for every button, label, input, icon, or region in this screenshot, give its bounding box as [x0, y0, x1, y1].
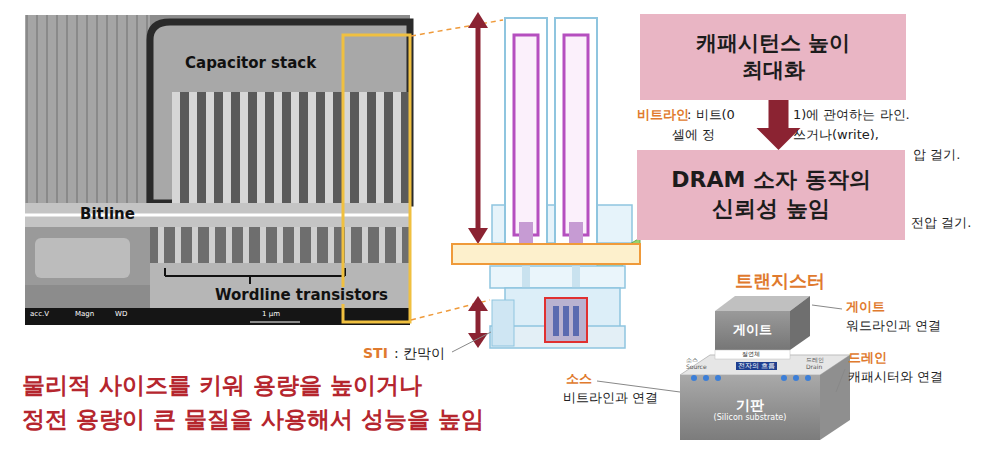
part-name: Drain: [806, 364, 822, 371]
transistor-figure: [597, 296, 850, 440]
leader-line: [812, 305, 842, 309]
height-arrow: [476, 308, 481, 336]
bitline-band: [25, 203, 410, 227]
leader-line: [452, 332, 491, 352]
contact: [572, 266, 580, 288]
contact: [522, 266, 530, 288]
image-meta: Magn: [75, 310, 94, 318]
contact-layer: [490, 266, 625, 288]
guide-line: [411, 20, 503, 36]
gate-front: [715, 311, 790, 350]
term: 드레인: [848, 351, 887, 366]
term: 게이트: [846, 300, 885, 315]
note: 셀에 정: [672, 128, 715, 143]
channel: [563, 306, 569, 336]
channel: [573, 306, 579, 336]
note: 캐패시터와 연결: [848, 370, 943, 385]
gate-block: 게이트: [715, 311, 790, 350]
capacitor-electrode: [564, 35, 588, 235]
transistor-pillars: [150, 227, 410, 263]
arrow-head: [468, 228, 488, 244]
bracket-tick: [164, 268, 166, 276]
box-text: DRAM 소자 동작의 신뢰성 높임: [656, 166, 886, 223]
part-name: Bitline: [80, 206, 135, 223]
sem-left-region: [25, 15, 150, 203]
bracket: [165, 275, 345, 277]
part-name: 절연체: [742, 351, 760, 358]
box-text: 기판: [736, 397, 764, 413]
capacitor-tube: [555, 18, 597, 246]
sem-ground: [25, 15, 410, 325]
capacitor-electrode: [514, 35, 538, 235]
substrate-block: 기판(Silicon substrate): [680, 381, 820, 439]
capacitor-stack-outline: [150, 22, 410, 203]
sti-block: [492, 300, 514, 346]
goal-box: 캐패시턴스 높이 최대화: [640, 14, 906, 100]
term: 소스: [566, 372, 592, 387]
channel: [553, 306, 559, 336]
part-name: Source: [686, 364, 707, 371]
cross-section: [452, 12, 640, 352]
sem-blob: [35, 238, 130, 278]
plug: [519, 222, 533, 244]
capacitor-pillars: [172, 92, 410, 203]
note: 압 걸기.: [913, 148, 960, 163]
electron-dot: [793, 375, 799, 381]
arrow-head: [468, 296, 488, 311]
note: 워드라인과 연결: [846, 319, 941, 334]
transistor-highlight: [545, 298, 587, 342]
term: 비트라인: [637, 108, 689, 123]
box-text: 게이트: [733, 323, 772, 338]
note: 쓰거나(write),: [793, 128, 879, 143]
note: 비트라인과 연결: [563, 391, 658, 406]
gate-side: [790, 296, 810, 350]
insulator: [715, 350, 790, 359]
note: 전압 걸기.: [911, 216, 971, 231]
highlight-box: [343, 35, 410, 322]
leader-line: [836, 369, 845, 392]
height-arrow: [476, 24, 481, 232]
electron-dot: [703, 375, 709, 381]
sem-image: [25, 15, 410, 325]
note: 1)에 관여하는 라인.: [793, 108, 910, 123]
electron-dot: [691, 375, 697, 381]
box-subtext: (Silicon substrate): [714, 413, 787, 422]
image-meta: WD: [115, 310, 127, 318]
electron-dot: [715, 375, 721, 381]
capacitor-tube: [505, 18, 547, 246]
arrow-head: [468, 12, 488, 28]
result-box: DRAM 소자 동작의 신뢰성 높임: [637, 150, 905, 240]
bitline-layer: [452, 244, 640, 264]
part-name: 드레인: [806, 357, 824, 364]
sem-bottom-region: [150, 263, 410, 308]
part-name: 소스: [686, 357, 698, 364]
term: STI: [363, 345, 388, 361]
part-name: 전자의 흐름: [736, 362, 777, 370]
bracket-tick: [249, 276, 251, 284]
sem-left-bottom: [25, 227, 150, 285]
image-meta: acc.V: [30, 310, 49, 318]
plug: [569, 222, 583, 244]
note: : 칸막이: [394, 345, 445, 361]
box-text: 캐패시턴스 높이 최대화: [683, 30, 863, 85]
part-name: Wordline transistors: [213, 287, 390, 304]
substrate-front: [680, 375, 820, 440]
electron-dot: [781, 375, 787, 381]
electron-dot: [805, 375, 811, 381]
scale-label: 1 µm: [262, 310, 280, 318]
scale-bar: [250, 322, 300, 323]
figure-title: 트랜지스터: [735, 271, 825, 292]
summary-text: 정전 용량이 큰 물질을 사용해서 성능을 높임: [22, 406, 484, 432]
substrate-side: [820, 355, 850, 440]
part-name: Capacitor stack: [185, 55, 316, 72]
summary-text: 물리적 사이즈를 키워 용량을 높이거나: [22, 372, 422, 398]
note: : 비트(0: [687, 108, 735, 123]
